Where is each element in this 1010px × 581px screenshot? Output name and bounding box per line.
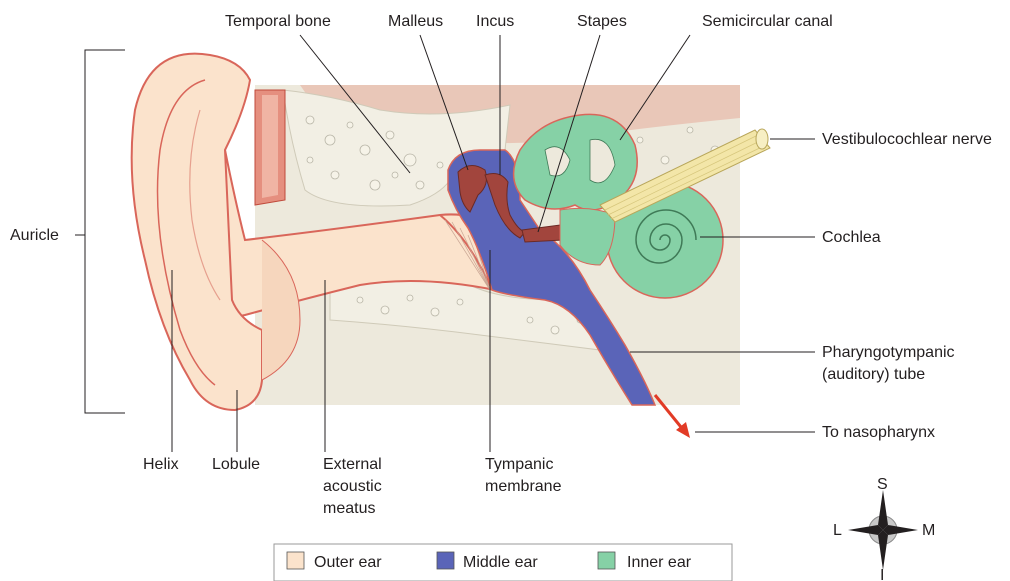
label-vestibulocochlear-nerve: Vestibulocochlear nerve bbox=[822, 131, 992, 148]
legend-label-inner-ear: Inner ear bbox=[627, 554, 692, 571]
label-external-1: External bbox=[323, 456, 382, 473]
label-pharyngotympanic-1: Pharyngotympanic bbox=[822, 344, 955, 361]
legend-item-outer-ear: Outer ear bbox=[287, 552, 382, 571]
auricle-bracket bbox=[85, 50, 125, 413]
legend: Outer ear Middle ear Inner ear bbox=[274, 544, 732, 581]
compass-lateral: L bbox=[833, 522, 842, 539]
legend-item-middle-ear: Middle ear bbox=[437, 552, 538, 571]
nerve-end bbox=[756, 129, 768, 149]
compass-superior: S bbox=[877, 476, 888, 493]
label-tympanic-2: membrane bbox=[485, 478, 562, 495]
label-external-3: meatus bbox=[323, 500, 375, 517]
label-auricle: Auricle bbox=[10, 227, 59, 244]
legend-item-inner-ear: Inner ear bbox=[598, 552, 692, 571]
label-semicircular-canal: Semicircular canal bbox=[702, 13, 833, 30]
label-lobule: Lobule bbox=[212, 456, 260, 473]
legend-label-outer-ear: Outer ear bbox=[314, 554, 382, 571]
label-cochlea: Cochlea bbox=[822, 229, 881, 246]
label-malleus: Malleus bbox=[388, 13, 443, 30]
label-pharyngotympanic-2: (auditory) tube bbox=[822, 366, 925, 383]
label-temporal-bone: Temporal bone bbox=[225, 13, 331, 30]
label-external-2: acoustic bbox=[323, 478, 382, 495]
legend-swatch-middle-ear bbox=[437, 552, 454, 569]
compass-medial: M bbox=[922, 522, 935, 539]
label-tympanic-1: Tympanic bbox=[485, 456, 553, 473]
cartilage-inner bbox=[262, 95, 278, 198]
label-incus: Incus bbox=[476, 13, 514, 30]
label-helix: Helix bbox=[143, 456, 179, 473]
compass-inferior: I bbox=[880, 567, 884, 581]
label-to-nasopharynx: To nasopharynx bbox=[822, 424, 935, 441]
orientation-compass: S L M I bbox=[833, 476, 935, 581]
legend-swatch-outer-ear bbox=[287, 552, 304, 569]
legend-swatch-inner-ear bbox=[598, 552, 615, 569]
label-stapes: Stapes bbox=[577, 13, 627, 30]
legend-label-middle-ear: Middle ear bbox=[463, 554, 538, 571]
